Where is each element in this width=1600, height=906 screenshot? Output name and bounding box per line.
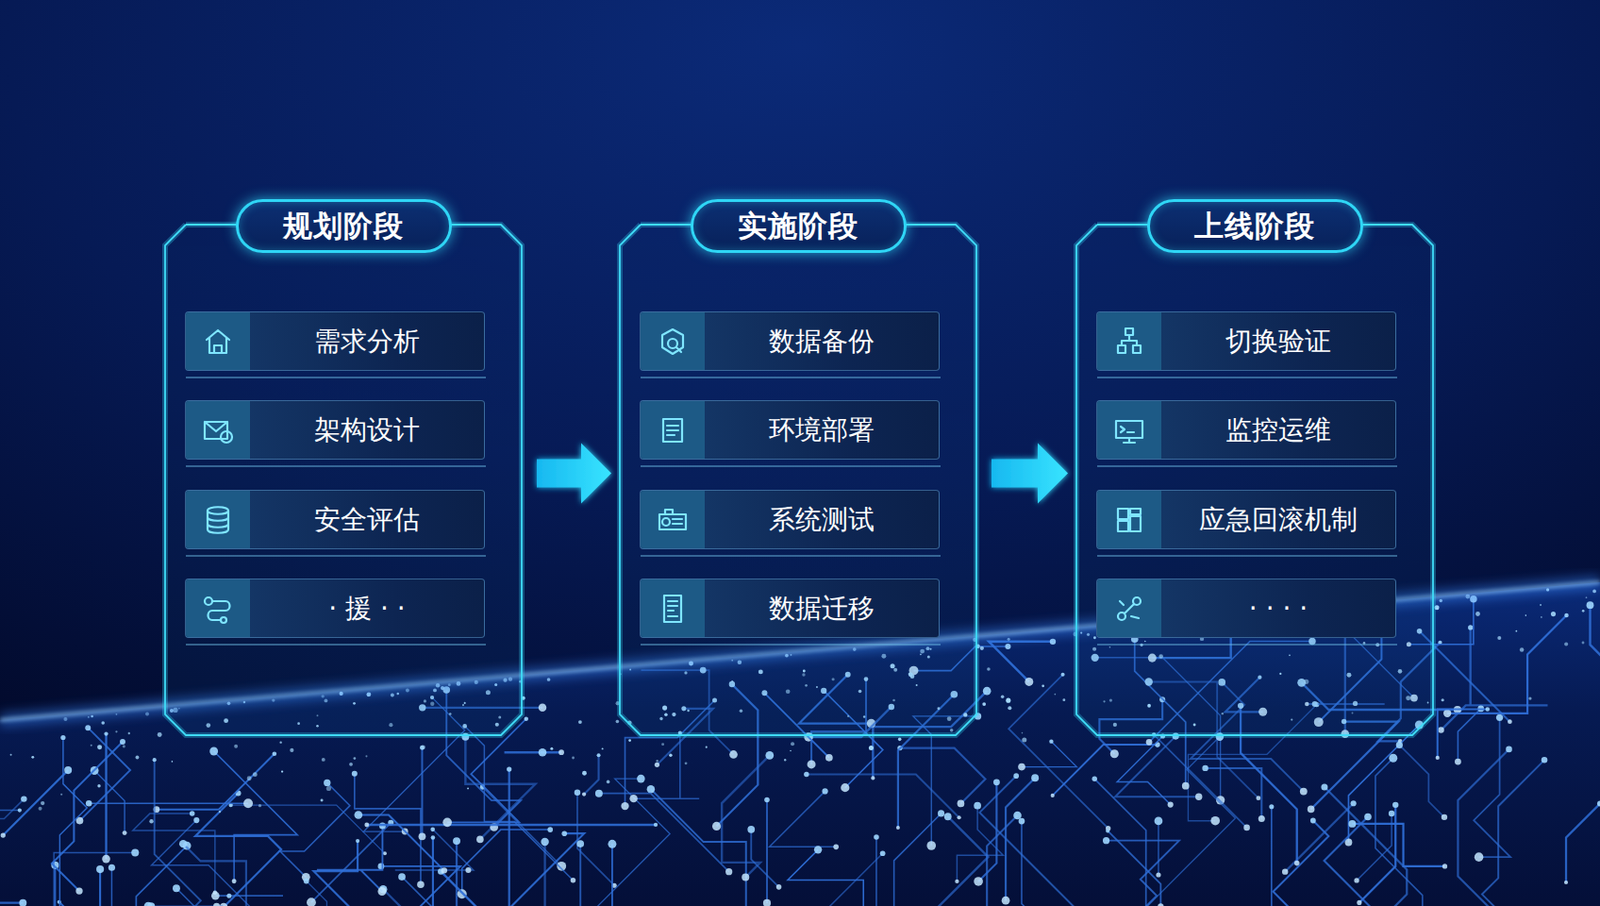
task-box: 环境部署 [639,400,940,460]
flow-arrow [536,442,612,503]
phase-title: 规划阶段 [283,206,404,247]
task-label: 安全评估 [250,501,484,538]
task-icon [1097,312,1162,370]
flow-arrow [991,442,1068,503]
panel-outline [619,224,977,735]
task-box: 安全评估 [184,489,485,550]
task-icon [185,490,250,549]
panel-outline [1076,224,1434,735]
task-box: 监控运维 [1096,400,1397,460]
icon-symbol [1110,589,1149,628]
phase-title-pill: 规划阶段 [235,199,452,253]
task-icon [640,400,705,459]
icon-symbol [199,322,237,361]
icon-symbol [653,500,692,539]
phase-title-pill: 实施阶段 [690,199,907,253]
task-icon [185,312,250,370]
task-box: · 援 · · [184,578,485,638]
task-box: 数据迁移 [639,578,940,638]
task-box: 系统测试 [639,489,940,550]
phase-panel: 上线阶段切换验证监控运维应急回滚机制· · · · [1076,224,1434,735]
task-icon [1097,400,1162,459]
phase-title: 实施阶段 [737,206,859,247]
task-label: 切换验证 [1161,323,1396,360]
task-label: 架构设计 [250,412,484,449]
task-box: 数据备份 [639,311,940,371]
task-icon [185,400,250,459]
task-label: 环境部署 [704,412,939,449]
icon-symbol [653,589,692,628]
task-box: 应急回滚机制 [1096,489,1397,550]
icon-symbol [1110,411,1149,450]
phase-panel: 实施阶段数据备份环境部署系统测试数据迁移 [619,224,977,735]
task-label: 监控运维 [1161,412,1396,449]
task-box: · · · · [1096,578,1397,638]
task-label: 数据备份 [704,323,939,360]
icon-symbol [199,411,237,450]
icon-symbol [1110,500,1149,539]
task-box: 架构设计 [184,400,485,460]
task-box: 切换验证 [1096,311,1397,371]
icon-symbol [199,500,237,539]
task-label: · 援 · · [250,590,484,627]
task-icon [640,579,705,637]
icon-symbol [653,322,692,361]
task-icon [185,579,250,637]
task-icon [1097,490,1162,549]
task-icon [640,312,705,370]
icon-symbol [1110,322,1149,361]
task-label: 系统测试 [704,501,939,538]
phase-title: 上线阶段 [1194,206,1316,247]
panel-outline [165,224,522,735]
task-icon [640,490,705,549]
icon-symbol [653,411,692,450]
task-label: · · · · [1161,592,1396,624]
task-box: 需求分析 [184,311,485,371]
task-label: 需求分析 [250,323,484,360]
icon-symbol [199,589,237,628]
task-label: 应急回滚机制 [1161,501,1396,538]
task-icon [1097,579,1162,637]
task-label: 数据迁移 [704,590,939,627]
phase-title-pill: 上线阶段 [1147,199,1364,253]
phase-panel: 规划阶段需求分析架构设计安全评估· 援 · · [165,224,522,735]
